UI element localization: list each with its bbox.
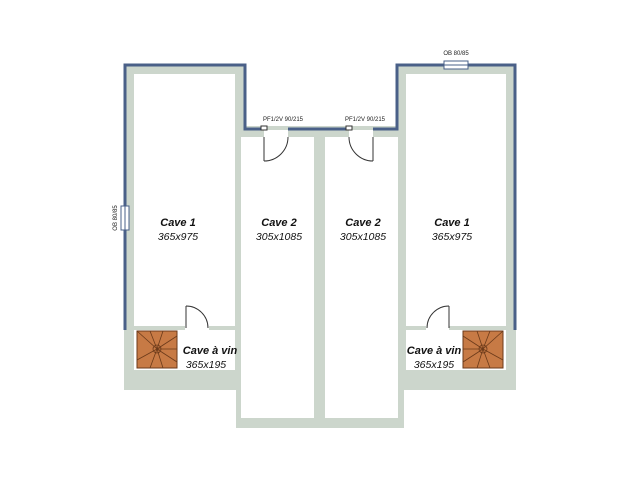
- floor-cave2-left: [241, 137, 314, 418]
- window-top: [443, 60, 469, 70]
- opening-label-window-left: OB 80/85: [113, 205, 119, 231]
- door-jamb-right: [345, 125, 353, 131]
- room-dims-cave-a-vin-left: 365x195: [186, 359, 226, 371]
- partition-left-upper: [235, 74, 241, 269]
- stair-right-treads: [462, 330, 504, 369]
- room-name-cave2-left: Cave 2: [261, 217, 296, 229]
- door-swing-right: [348, 136, 374, 162]
- partition-center: [314, 137, 325, 418]
- room-dims-cave-a-vin-right: 365x195: [414, 359, 454, 371]
- wine-cellar-wall-left-b: [209, 326, 235, 330]
- wine-cellar-wall-right-b: [449, 326, 506, 330]
- floor-cave2-right: [325, 137, 398, 418]
- partition-right-upper: [400, 74, 406, 269]
- door-cellar-right-swing: [426, 305, 450, 329]
- ext-wall-right: [373, 63, 517, 330]
- floor-cave1-right: [406, 74, 506, 329]
- spiral-stair-left: [136, 330, 178, 369]
- door-swing-left: [263, 136, 289, 162]
- door-gap-right: [349, 130, 373, 138]
- room-name-cave1-right: Cave 1: [434, 217, 469, 229]
- door-left: [260, 125, 289, 162]
- room-dims-cave1-right: 365x975: [432, 231, 472, 243]
- spiral-stair-right: [462, 330, 504, 369]
- door-right: [345, 125, 374, 162]
- stair-left-treads: [136, 330, 178, 369]
- wine-cellar-wall-right: [406, 326, 426, 330]
- floor-cave1-left: [134, 74, 235, 329]
- room-name-cave-a-vin-left: Cave à vin: [183, 345, 238, 357]
- room-name-cave2-right: Cave 2: [345, 217, 380, 229]
- ext-wall-left: [123, 63, 264, 330]
- door-cellar-left: [185, 305, 209, 329]
- opening-label-door-right: PF1/2V 90/215: [345, 117, 386, 123]
- room-dims-cave2-right: 305x1085: [340, 231, 386, 243]
- partition-right-lower: [400, 290, 406, 370]
- partition-left-lower: [235, 290, 241, 370]
- room-name-cave1-left: Cave 1: [160, 217, 195, 229]
- room-dims-cave2-left: 305x1085: [256, 231, 302, 243]
- door-gap-left: [264, 130, 288, 138]
- wine-cellar-wall-left: [134, 326, 185, 330]
- door-cellar-left-swing: [185, 305, 209, 329]
- room-floors: [134, 74, 506, 418]
- door-jamb-left: [260, 125, 268, 131]
- opening-label-window-top: OB 80/85: [443, 51, 469, 57]
- room-name-cave-a-vin-right: Cave à vin: [407, 345, 462, 357]
- interior-walls: [134, 74, 506, 418]
- window-left: [120, 205, 130, 231]
- door-cellar-right: [426, 305, 450, 329]
- room-dims-cave1-left: 365x975: [158, 231, 198, 243]
- exterior-walls: [123, 63, 517, 330]
- opening-label-door-left: PF1/2V 90/215: [263, 117, 304, 123]
